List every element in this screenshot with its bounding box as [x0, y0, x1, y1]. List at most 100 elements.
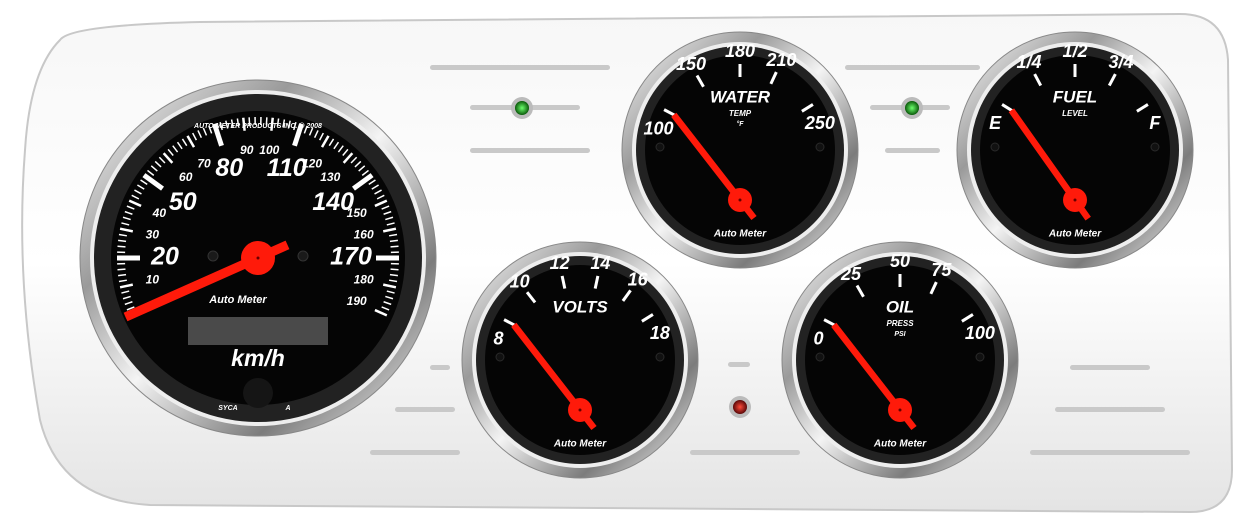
tick-mark: [248, 117, 251, 126]
scale-label: 18: [650, 323, 670, 343]
tick-mark: [270, 117, 274, 131]
tick-mark: [118, 239, 127, 243]
scale-label: 1/2: [1062, 41, 1087, 61]
vent-slot: [1055, 407, 1165, 412]
scale-label: 210: [765, 50, 796, 70]
tick-mark: [197, 130, 203, 138]
scale-label: 100: [965, 323, 995, 343]
scale-label: 150: [676, 54, 706, 74]
tick-mark: [350, 156, 358, 164]
speed-label-minor: 70: [197, 157, 211, 171]
tick-mark: [663, 108, 677, 118]
tick-mark: [560, 275, 567, 289]
gauge-title: OIL: [886, 297, 914, 316]
screw-icon: [207, 250, 219, 262]
trip-reset-knob[interactable]: [243, 378, 273, 408]
tick-mark: [128, 199, 142, 208]
vent-slot: [1030, 450, 1190, 455]
tick-mark: [1136, 103, 1149, 113]
tick-mark: [117, 245, 126, 248]
screw-icon: [495, 352, 505, 362]
speed-label-minor: 180: [354, 273, 374, 287]
tick-mark: [390, 268, 399, 271]
maker-text: AUTO METER PRODUCTS INC. © 2008: [193, 122, 322, 130]
bottom-text-right: A: [284, 405, 290, 412]
screw-icon: [815, 142, 825, 152]
tick-mark: [390, 245, 399, 248]
tick-mark: [118, 233, 127, 237]
tick-mark: [381, 306, 390, 311]
scale-label: 10: [510, 272, 530, 292]
gauge-title: FUEL: [1053, 87, 1097, 106]
tick-mark: [374, 189, 382, 195]
tick-mark: [801, 103, 814, 113]
tick-mark: [236, 118, 240, 127]
tick-mark: [1107, 73, 1117, 87]
speed-label-major: 50: [169, 188, 197, 216]
gauge-title: VOLTS: [552, 297, 608, 316]
tick-mark: [117, 268, 126, 271]
green-indicator-lamp: [515, 101, 529, 115]
speed-label-minor: 10: [146, 273, 160, 287]
tick-mark: [621, 289, 632, 302]
vent-slot: [690, 450, 800, 455]
tick-mark: [313, 130, 319, 138]
speed-label-minor: 160: [354, 228, 374, 242]
scale-label: 180: [725, 41, 755, 61]
vent-slot: [430, 365, 450, 370]
tick-mark: [303, 125, 308, 134]
tick-mark: [374, 199, 388, 208]
scale-label: E: [989, 113, 1002, 133]
tick-mark: [265, 117, 268, 126]
scale-label: 75: [931, 260, 952, 280]
scale-label: 14: [590, 253, 610, 273]
gauge-face: [485, 265, 675, 455]
gauge-unit: °F: [736, 120, 744, 128]
tick-mark: [695, 74, 705, 88]
speed-label-minor: 120: [302, 157, 322, 171]
tick-mark: [230, 119, 234, 128]
tick-mark: [368, 179, 376, 186]
gauge-unit: PSI: [894, 331, 906, 338]
tick-mark: [1033, 73, 1043, 87]
gauge-subtitle: PRESS: [886, 319, 914, 328]
tick-mark: [374, 308, 388, 317]
tick-mark: [351, 173, 374, 191]
speed-label-major: 170: [330, 243, 372, 271]
tick-mark: [154, 160, 162, 168]
tick-mark: [328, 138, 335, 147]
gauge-face: [805, 265, 995, 455]
speed-label-minor: 130: [320, 170, 340, 184]
tick-mark: [134, 189, 142, 195]
tick-mark: [121, 290, 130, 294]
tick-mark: [287, 120, 291, 129]
tick-mark: [389, 239, 398, 243]
speed-label-minor: 190: [347, 294, 367, 308]
auto-meter-logo: Auto Meter: [1048, 229, 1102, 240]
tick-mark: [122, 216, 131, 221]
tick-mark: [342, 152, 354, 164]
screw-icon: [297, 250, 309, 262]
tick-mark: [385, 216, 394, 221]
tick-mark: [386, 290, 395, 294]
tick-mark: [119, 283, 134, 289]
gauge-face: [645, 55, 835, 245]
tick-mark: [342, 148, 349, 156]
tick-mark: [961, 313, 974, 323]
tick-mark: [118, 273, 127, 277]
tick-mark: [823, 318, 837, 328]
screw-icon: [975, 352, 985, 362]
tick-mark: [929, 281, 938, 295]
tick-mark: [381, 205, 390, 210]
tick-mark: [121, 222, 130, 226]
tick-mark: [361, 169, 369, 176]
auto-meter-logo: Auto Meter: [208, 294, 267, 306]
screw-icon: [655, 142, 665, 152]
tick-mark: [276, 118, 280, 127]
vent-slot: [728, 362, 750, 367]
tick-mark: [318, 132, 324, 141]
